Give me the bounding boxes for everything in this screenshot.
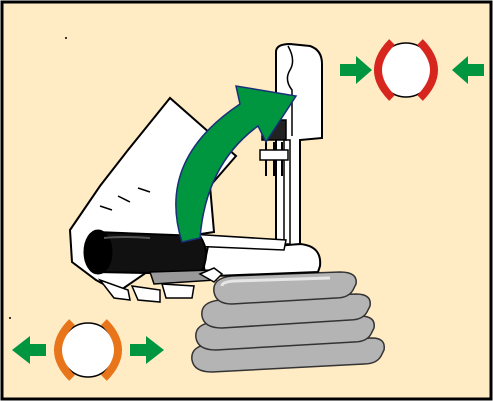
squeeze-indicator xyxy=(340,39,484,101)
hand-knuckles xyxy=(99,187,151,211)
roll-shine xyxy=(103,236,151,239)
rotation-arrow xyxy=(175,85,298,243)
arrow-outward-icon xyxy=(130,336,164,364)
hand-fingers xyxy=(97,278,195,303)
squeeze-ring-left xyxy=(374,39,395,101)
clamp-bracket xyxy=(259,149,289,161)
speck xyxy=(9,317,11,319)
arrow-outward-icon xyxy=(12,336,46,364)
plate-highlight xyxy=(220,276,331,287)
release-ring-left xyxy=(54,319,75,381)
column-edge xyxy=(286,45,294,136)
release-indicator xyxy=(12,319,164,381)
arrow-inward-icon xyxy=(452,56,484,84)
speck xyxy=(65,37,67,39)
roll-end-left xyxy=(83,229,113,275)
arrow-inward-icon xyxy=(340,56,372,84)
release-ring-right xyxy=(101,319,122,381)
thumb xyxy=(198,267,224,283)
squeeze-ring-right xyxy=(417,39,438,101)
column-rod xyxy=(283,139,291,245)
plate-stack xyxy=(191,271,385,373)
roll-cylinder xyxy=(83,229,207,276)
